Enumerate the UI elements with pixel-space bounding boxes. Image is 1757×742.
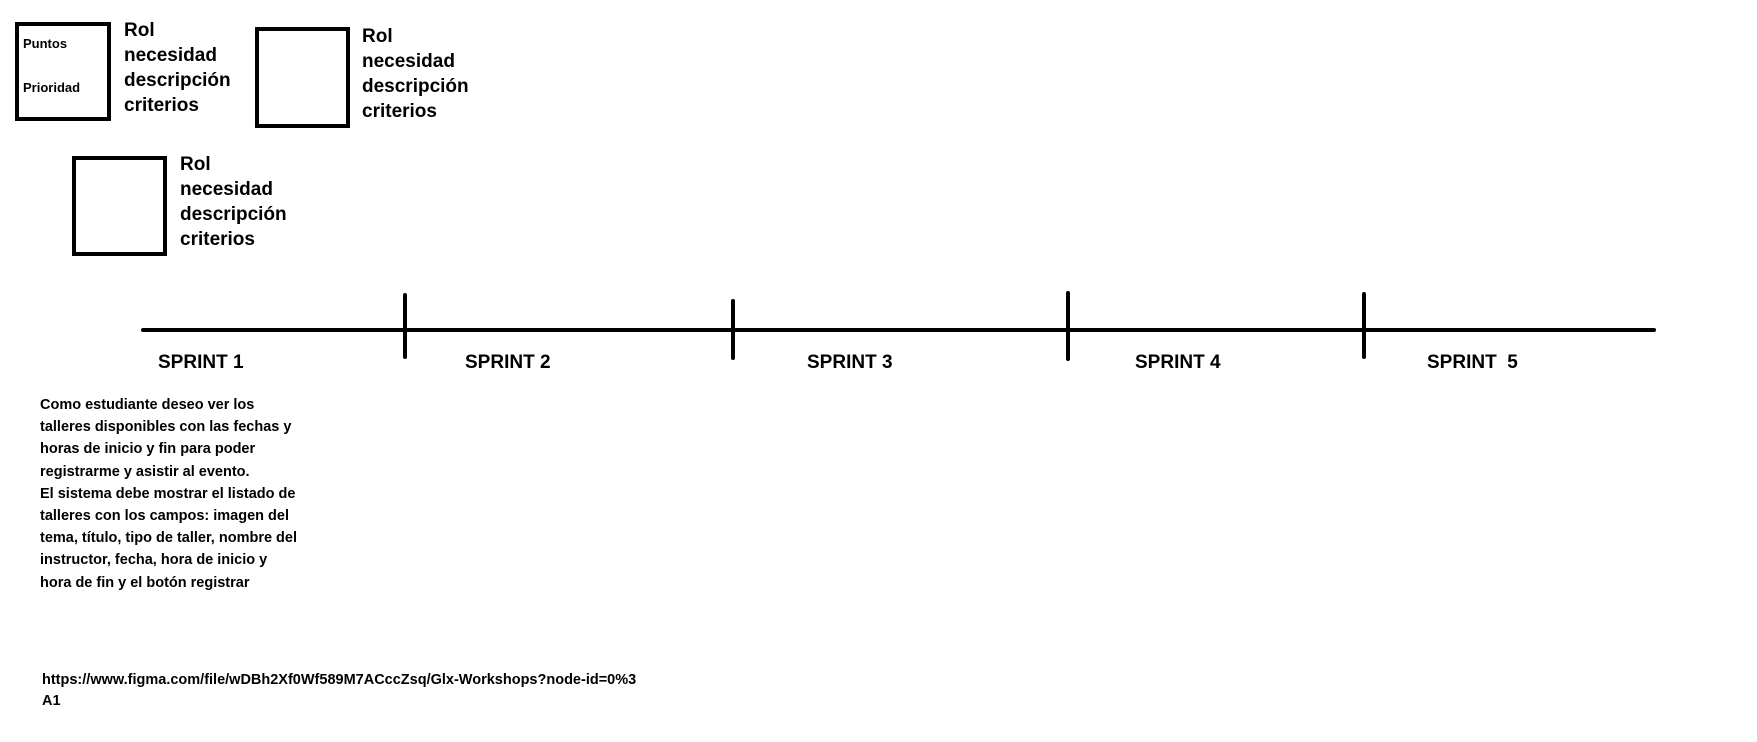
story-card-fields-2: Rol necesidad descripción criterios <box>362 24 469 124</box>
figma-link: https://www.figma.com/file/wDBh2Xf0Wf589… <box>42 672 637 709</box>
card-priority-label: Prioridad <box>23 80 81 95</box>
card-description-label: descripción <box>180 204 287 225</box>
card-role-label: Rol <box>180 154 211 175</box>
card-description-label: descripción <box>124 70 231 91</box>
story-card-fields-1: Rol necesidad descripción criterios <box>124 18 231 118</box>
card-criteria-label: criterios <box>180 229 255 250</box>
card-criteria-label: criterios <box>362 101 437 122</box>
sprint-1-label: SPRINT 1 <box>158 352 244 373</box>
card-need-label: necesidad <box>124 45 217 66</box>
sprint-2-label: SPRINT 2 <box>465 352 551 373</box>
user-story-paragraph: Como estudiante deseo ver los talleres d… <box>40 397 292 480</box>
user-story-text: Como estudiante deseo ver los talleres d… <box>40 394 300 594</box>
card-points-label: Puntos <box>23 36 68 51</box>
sprint-3-label: SPRINT 3 <box>807 352 893 373</box>
sprint-5-label: SPRINT 5 <box>1427 352 1518 373</box>
story-card-fields-3: Rol necesidad descripción criterios <box>180 152 287 252</box>
sprint-4-label: SPRINT 4 <box>1135 352 1221 373</box>
card-need-label: necesidad <box>180 179 273 200</box>
card-role-label: Rol <box>362 26 393 47</box>
story-card-box-3 <box>72 156 167 256</box>
story-card-box-2 <box>255 27 350 128</box>
card-criteria-label: criterios <box>124 95 199 116</box>
card-need-label: necesidad <box>362 51 455 72</box>
card-description-label: descripción <box>362 76 469 97</box>
card-role-label: Rol <box>124 20 155 41</box>
acceptance-criteria-paragraph: El sistema debe mostrar el listado de ta… <box>40 485 298 591</box>
story-card-box-1 <box>15 22 111 121</box>
